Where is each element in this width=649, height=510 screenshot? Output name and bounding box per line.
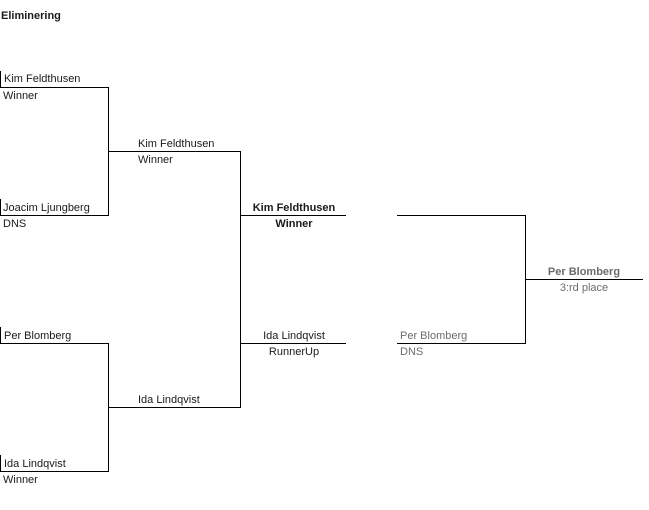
final-slot-1-line [240, 215, 346, 216]
r1-slot-4-tick [0, 455, 1, 471]
r2-match-connector [240, 151, 241, 408]
r1-player-2-name: Joacim Ljungberg [3, 202, 90, 214]
r2-slot-1-line [108, 151, 241, 152]
third-match-slot-1-line [397, 215, 526, 216]
r1-slot-3-tick [0, 327, 1, 343]
r2-player-1-status: Winner [138, 154, 173, 166]
r2-slot-2-line [108, 407, 241, 408]
final-player-2-name: Ida Lindqvist [263, 330, 325, 342]
r2-player-1-name: Kim Feldthusen [138, 138, 215, 150]
r1-player-4-status: Winner [3, 474, 38, 486]
r1-slot-1-line [0, 87, 109, 88]
r1-player-1-status: Winner [3, 90, 38, 102]
r2-player-2-name: Ida Lindqvist [138, 394, 200, 406]
third-place-status: 3:rd place [559, 282, 609, 294]
final-player-1-status: Winner [275, 218, 313, 230]
r1-slot-2-line [0, 215, 109, 216]
third-match-player-2-name: Per Blomberg [400, 330, 468, 342]
r1-slot-3-line [0, 343, 109, 344]
third-place-line [525, 279, 643, 280]
final-slot-2-line [240, 343, 346, 344]
third-match-slot-2-line [397, 343, 526, 344]
r1-player-4-name: Ida Lindqvist [4, 458, 66, 470]
third-match-player-2-status: DNS [400, 346, 424, 358]
final-player-1-name: Kim Feldthusen [252, 202, 336, 214]
final-player-2-status: RunnerUp [268, 346, 320, 358]
r1-slot-2-tick [0, 199, 1, 215]
bracket-title: Eliminering [1, 10, 61, 22]
r1-player-2-status: DNS [3, 218, 27, 230]
r1-player-3-name: Per Blomberg [4, 330, 72, 342]
r1-player-1-name: Kim Feldthusen [4, 73, 81, 85]
r1-slot-1-tick [0, 71, 1, 87]
third-place-name: Per Blomberg [547, 266, 621, 278]
r1-slot-4-line [0, 471, 109, 472]
